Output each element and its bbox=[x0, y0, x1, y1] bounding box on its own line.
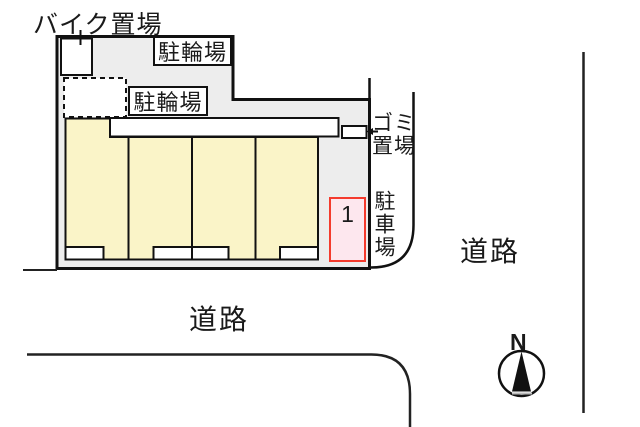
bicycle-parking-label-2: 駐輪場 bbox=[128, 86, 208, 116]
unit-porch-1 bbox=[64, 246, 105, 261]
lower-road-edge bbox=[27, 353, 412, 427]
road-label-bottom: 道路 bbox=[189, 304, 250, 335]
parking-spot-number: 1 bbox=[341, 201, 354, 227]
unit-porch-2 bbox=[152, 246, 193, 261]
compass-north-label: N bbox=[510, 329, 527, 355]
garbage-leader-arrow-icon bbox=[366, 128, 373, 135]
bicycle-area-dashed-box bbox=[63, 77, 127, 118]
garbage-area-label-line2: 置場 bbox=[372, 135, 416, 158]
bicycle-parking-label-1: 駐輪場 bbox=[153, 36, 232, 66]
building-corridor-strip bbox=[109, 117, 340, 138]
car-parking-label: 駐車場 bbox=[372, 190, 395, 259]
east-road-edge bbox=[370, 92, 415, 269]
parking-spot-1: 1 bbox=[329, 197, 366, 262]
bike-storage-box bbox=[60, 37, 93, 76]
compass-needle-icon bbox=[512, 351, 531, 392]
unit-porch-3 bbox=[191, 246, 230, 261]
garbage-box bbox=[341, 125, 368, 139]
garbage-area-label: ゴミ置場 bbox=[372, 112, 416, 158]
road-label-right: 道路 bbox=[460, 236, 521, 267]
unit-porch-4 bbox=[279, 246, 319, 261]
garbage-area-label-line1: ゴミ bbox=[372, 112, 416, 135]
bike-storage-label: バイク置場 bbox=[33, 11, 163, 39]
